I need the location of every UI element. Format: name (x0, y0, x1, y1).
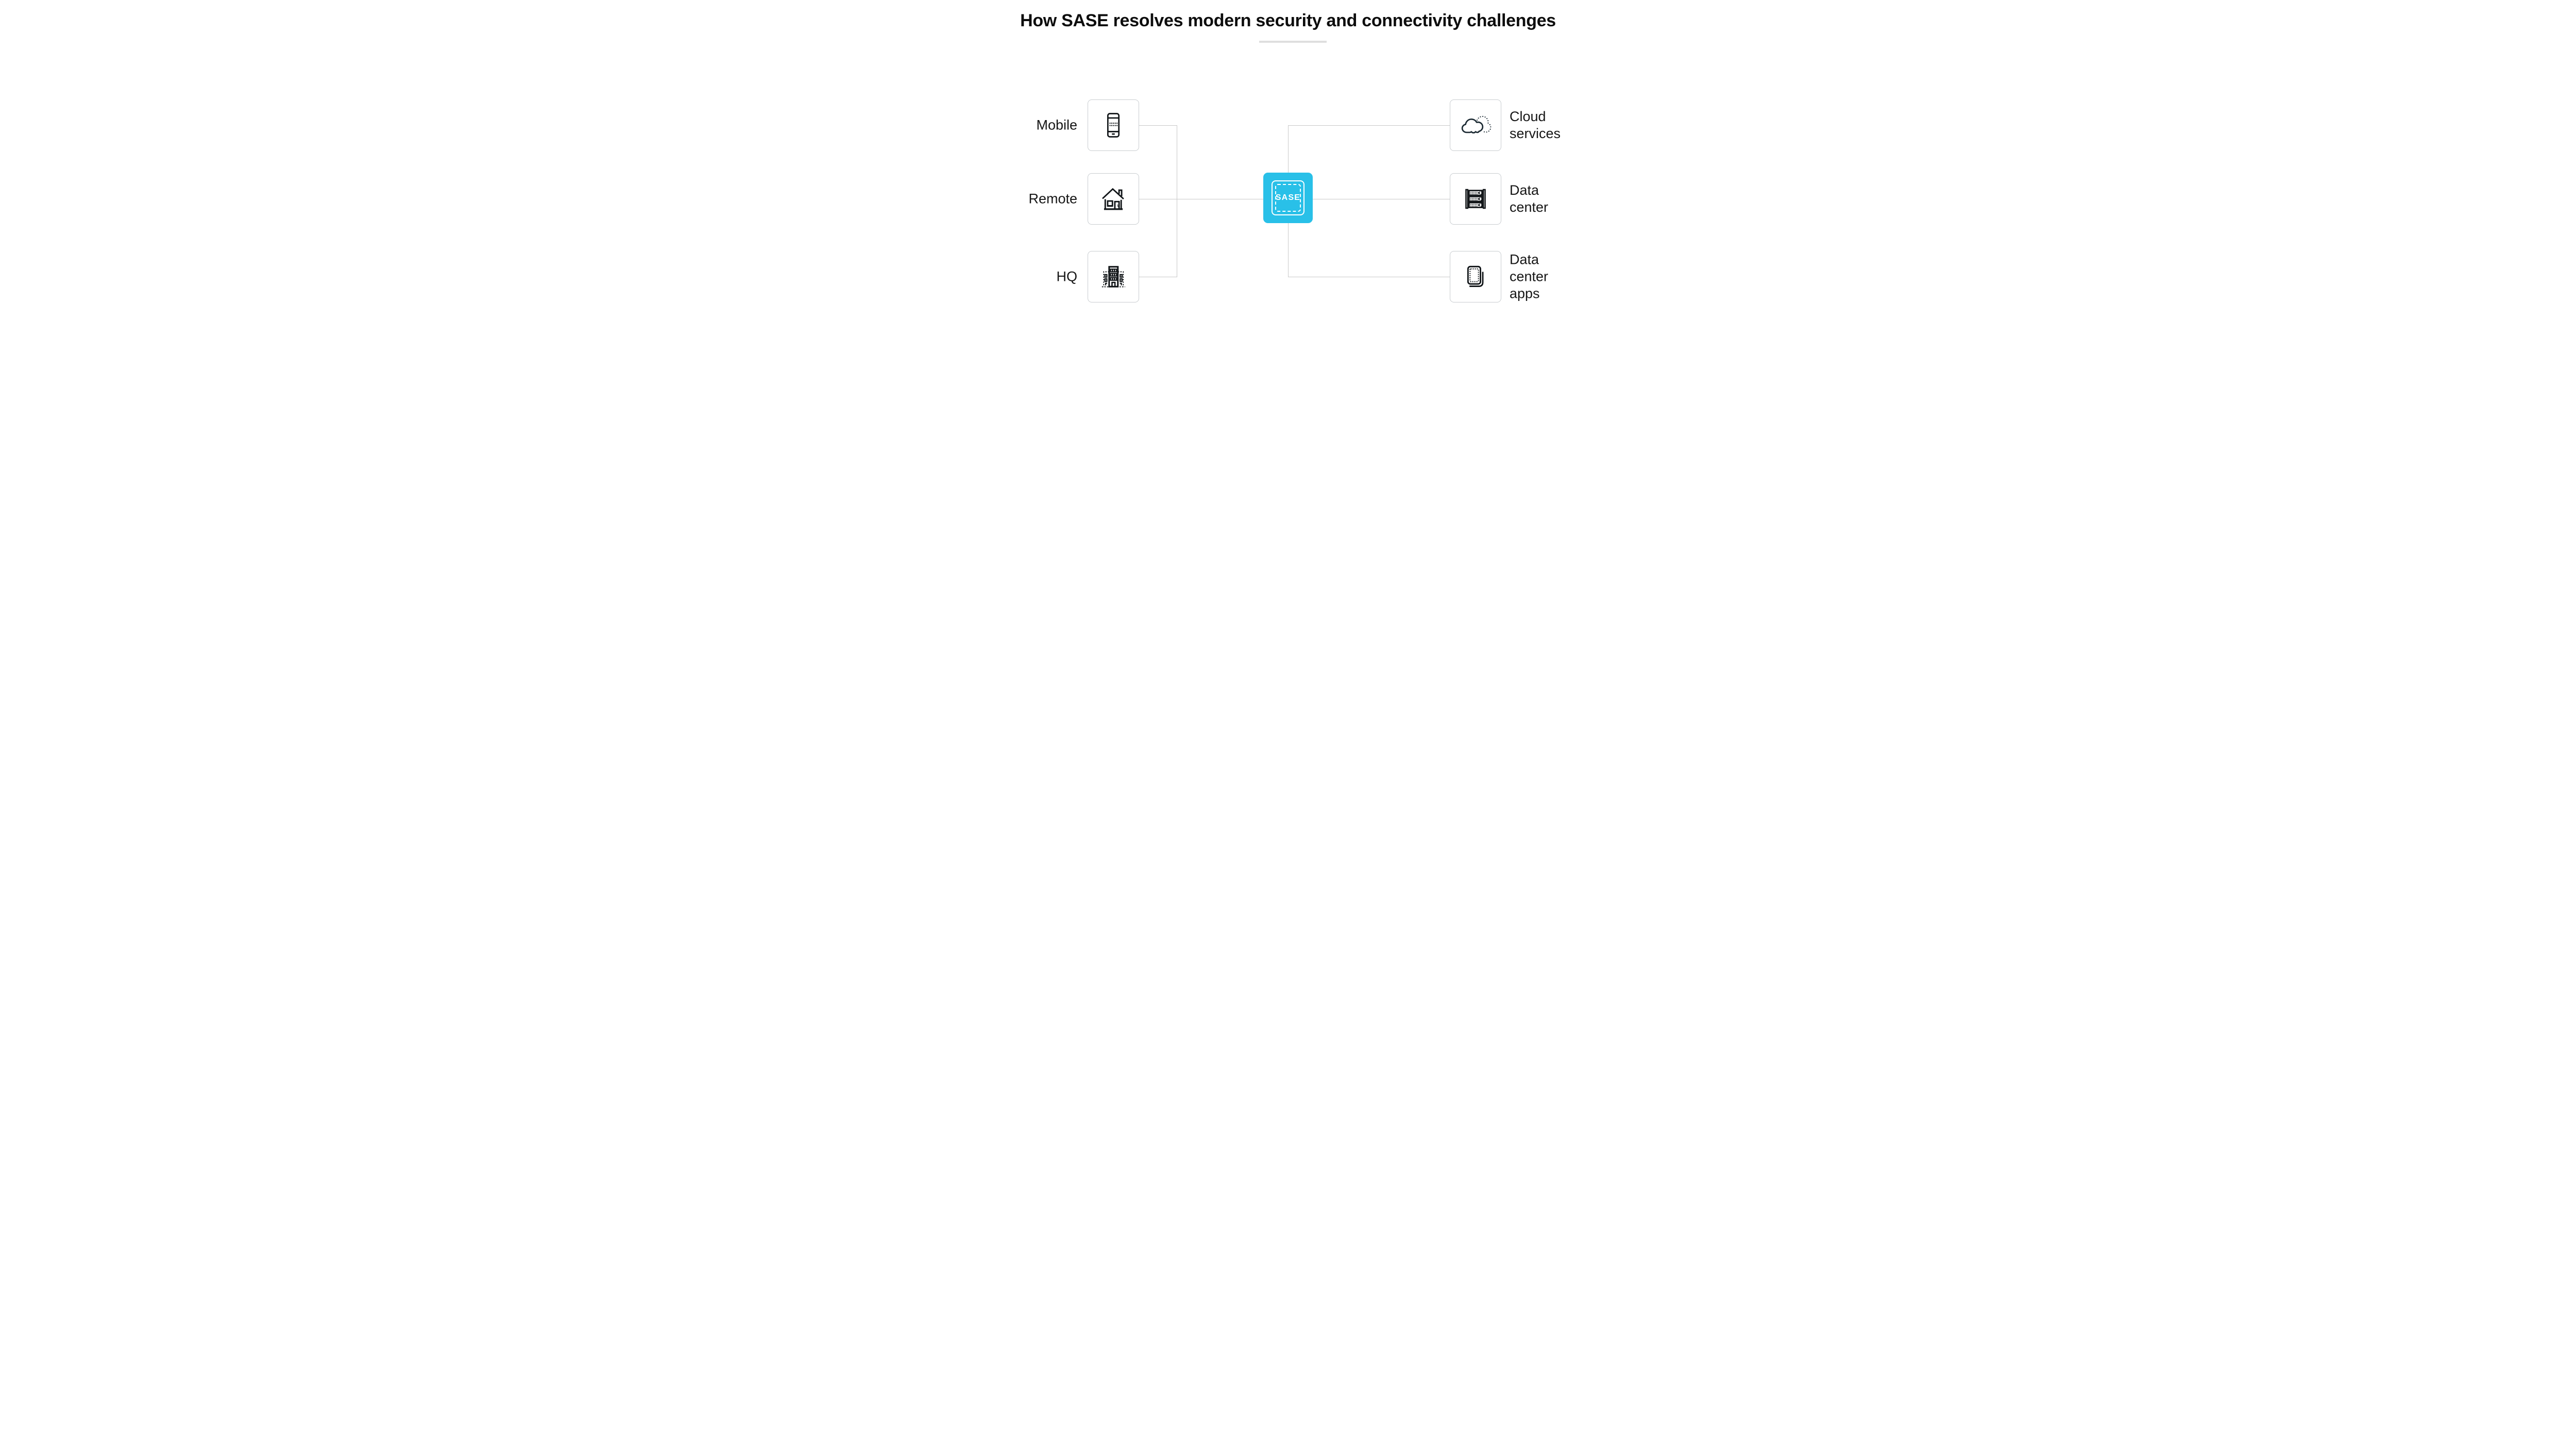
node-box-data-center-apps (1450, 251, 1501, 302)
sase-dashed-frame-icon: SASE (1275, 184, 1301, 212)
node-box-data-center (1450, 173, 1501, 225)
stacked-apps-icon (1467, 265, 1484, 287)
label-remote: Remote (1028, 191, 1077, 207)
sase-outline-frame: SASE (1272, 180, 1304, 215)
connector-cloud-services (1288, 125, 1450, 126)
node-box-remote (1088, 173, 1139, 225)
node-box-cloud-services (1450, 99, 1501, 151)
house-icon (1102, 188, 1124, 210)
server-rack-icon (1465, 189, 1486, 209)
sase-hub: SASE (1263, 173, 1313, 223)
node-box-hq (1088, 251, 1139, 302)
label-cloud-services: Cloud services (1510, 109, 1561, 141)
label-hq: HQ (1056, 268, 1078, 284)
sase-label: SASE (1275, 193, 1301, 202)
label-mobile: Mobile (1036, 117, 1077, 133)
mobile-phone-icon (1107, 113, 1120, 138)
sase-diagram: How SASE resolves modern security and co… (966, 0, 1610, 362)
node-box-mobile (1088, 99, 1139, 151)
office-building-icon (1101, 266, 1125, 288)
cloud-icon (1461, 115, 1492, 134)
label-data-center: Data center (1510, 182, 1549, 215)
page-title: How SASE resolves modern security and co… (1020, 11, 1556, 30)
label-data-center-apps: Data center apps (1510, 251, 1549, 301)
title-underline (1259, 41, 1327, 43)
connector-mobile (1139, 125, 1177, 126)
